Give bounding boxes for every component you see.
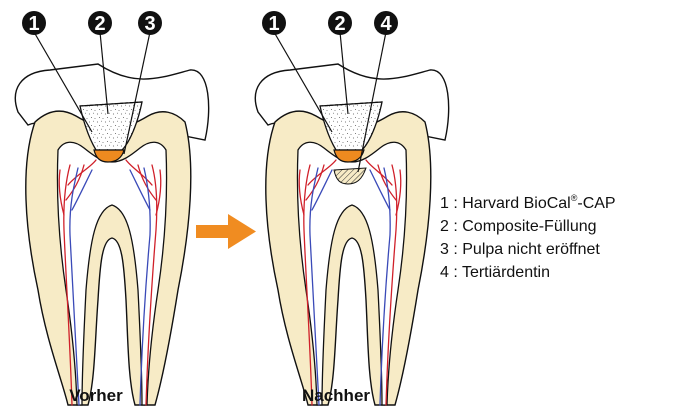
- legend-text: Tertiärdentin: [462, 264, 550, 281]
- marker-1: 1: [22, 11, 46, 35]
- legend-item-4: 4 : Tertiärdentin: [440, 261, 616, 284]
- svg-text:1: 1: [28, 13, 39, 35]
- svg-text:4: 4: [380, 13, 392, 35]
- marker-2: 2: [328, 11, 352, 35]
- marker-4: 4: [374, 11, 398, 35]
- legend-suffix: -CAP: [577, 195, 615, 212]
- legend-text: Pulpa nicht eröffnet: [462, 241, 600, 258]
- legend-number: 1: [440, 195, 449, 212]
- marker-2: 2: [88, 11, 112, 35]
- svg-text:3: 3: [144, 13, 155, 35]
- registered-mark: ®: [571, 193, 578, 203]
- marker-3: 3: [138, 11, 162, 35]
- legend-number: 2: [440, 218, 449, 235]
- svg-text:1: 1: [268, 13, 279, 35]
- legend-number: 3: [440, 241, 449, 258]
- marker-1: 1: [262, 11, 286, 35]
- tooth-after: 1 2 4 Nachher: [255, 11, 448, 405]
- tooth-before: 1 2 3 Vorher: [15, 11, 208, 405]
- legend-item-2: 2 : Composite-Füllung: [440, 215, 616, 238]
- legend-item-1: 1 : Harvard BioCal®-CAP: [440, 192, 616, 215]
- right-arrow-icon: [196, 214, 256, 249]
- caption-after: Nachher: [302, 386, 370, 405]
- svg-text:2: 2: [334, 13, 345, 35]
- legend: 1 : Harvard BioCal®-CAP 2 : Composite-Fü…: [440, 192, 616, 284]
- legend-item-3: 3 : Pulpa nicht eröffnet: [440, 238, 616, 261]
- legend-text: Harvard BioCal: [462, 195, 570, 212]
- caption-before: Vorher: [69, 386, 123, 405]
- legend-text: Composite-Füllung: [462, 218, 596, 235]
- tooth-after-drawing: [255, 64, 448, 405]
- svg-text:2: 2: [94, 13, 105, 35]
- legend-number: 4: [440, 264, 449, 281]
- tooth-before-drawing: [15, 64, 208, 405]
